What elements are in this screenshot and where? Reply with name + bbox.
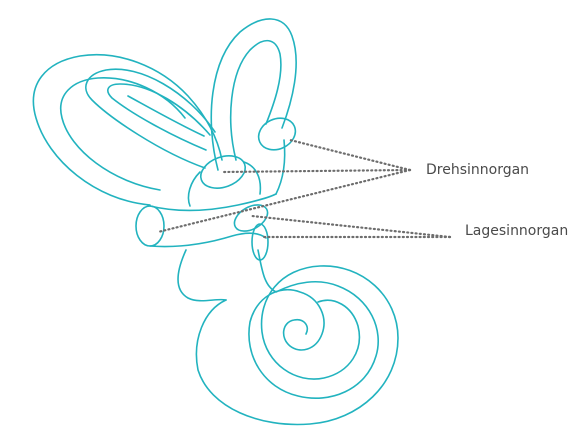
leader-lagesinnorgan-1 bbox=[250, 214, 452, 239]
leader-drehsinnorgan-3 bbox=[156, 168, 412, 234]
ampulla-posterior bbox=[135, 205, 165, 247]
ampulla-horizontal bbox=[199, 155, 247, 189]
posterior-canal-outer bbox=[85, 68, 216, 169]
label-drehsinnorgan: Drehsinnorgan bbox=[426, 162, 530, 178]
vestibule-lower-bulge bbox=[177, 249, 227, 302]
horizontal-canal-outer bbox=[32, 53, 223, 206]
superior-canal-outer bbox=[210, 18, 297, 171]
posterior-canal-innermost bbox=[127, 95, 205, 137]
posterior-canal-inner bbox=[107, 83, 211, 151]
horizontal-canal-inner bbox=[59, 77, 186, 191]
ampulla-superior bbox=[257, 117, 297, 151]
leader-drehsinnorgan-2 bbox=[288, 138, 412, 172]
cochlea-spiral-outer bbox=[195, 265, 399, 426]
vestibule-body bbox=[149, 193, 277, 212]
leader-lines bbox=[156, 138, 452, 239]
vestibule-right-edge bbox=[275, 139, 286, 195]
cochlea-spiral-inner bbox=[248, 249, 379, 399]
utricle bbox=[233, 204, 269, 232]
saccule bbox=[251, 223, 269, 261]
ampulla-horizontal-neck-right bbox=[243, 161, 262, 195]
leader-drehsinnorgan-1 bbox=[220, 168, 412, 174]
inner-ear-outline bbox=[32, 18, 399, 426]
label-lagesinnorgan: Lagesinnorgan bbox=[465, 223, 569, 239]
vestibule-lower bbox=[149, 232, 267, 248]
ampulla-horizontal-neck bbox=[187, 171, 201, 207]
superior-canal-inner bbox=[229, 39, 282, 161]
